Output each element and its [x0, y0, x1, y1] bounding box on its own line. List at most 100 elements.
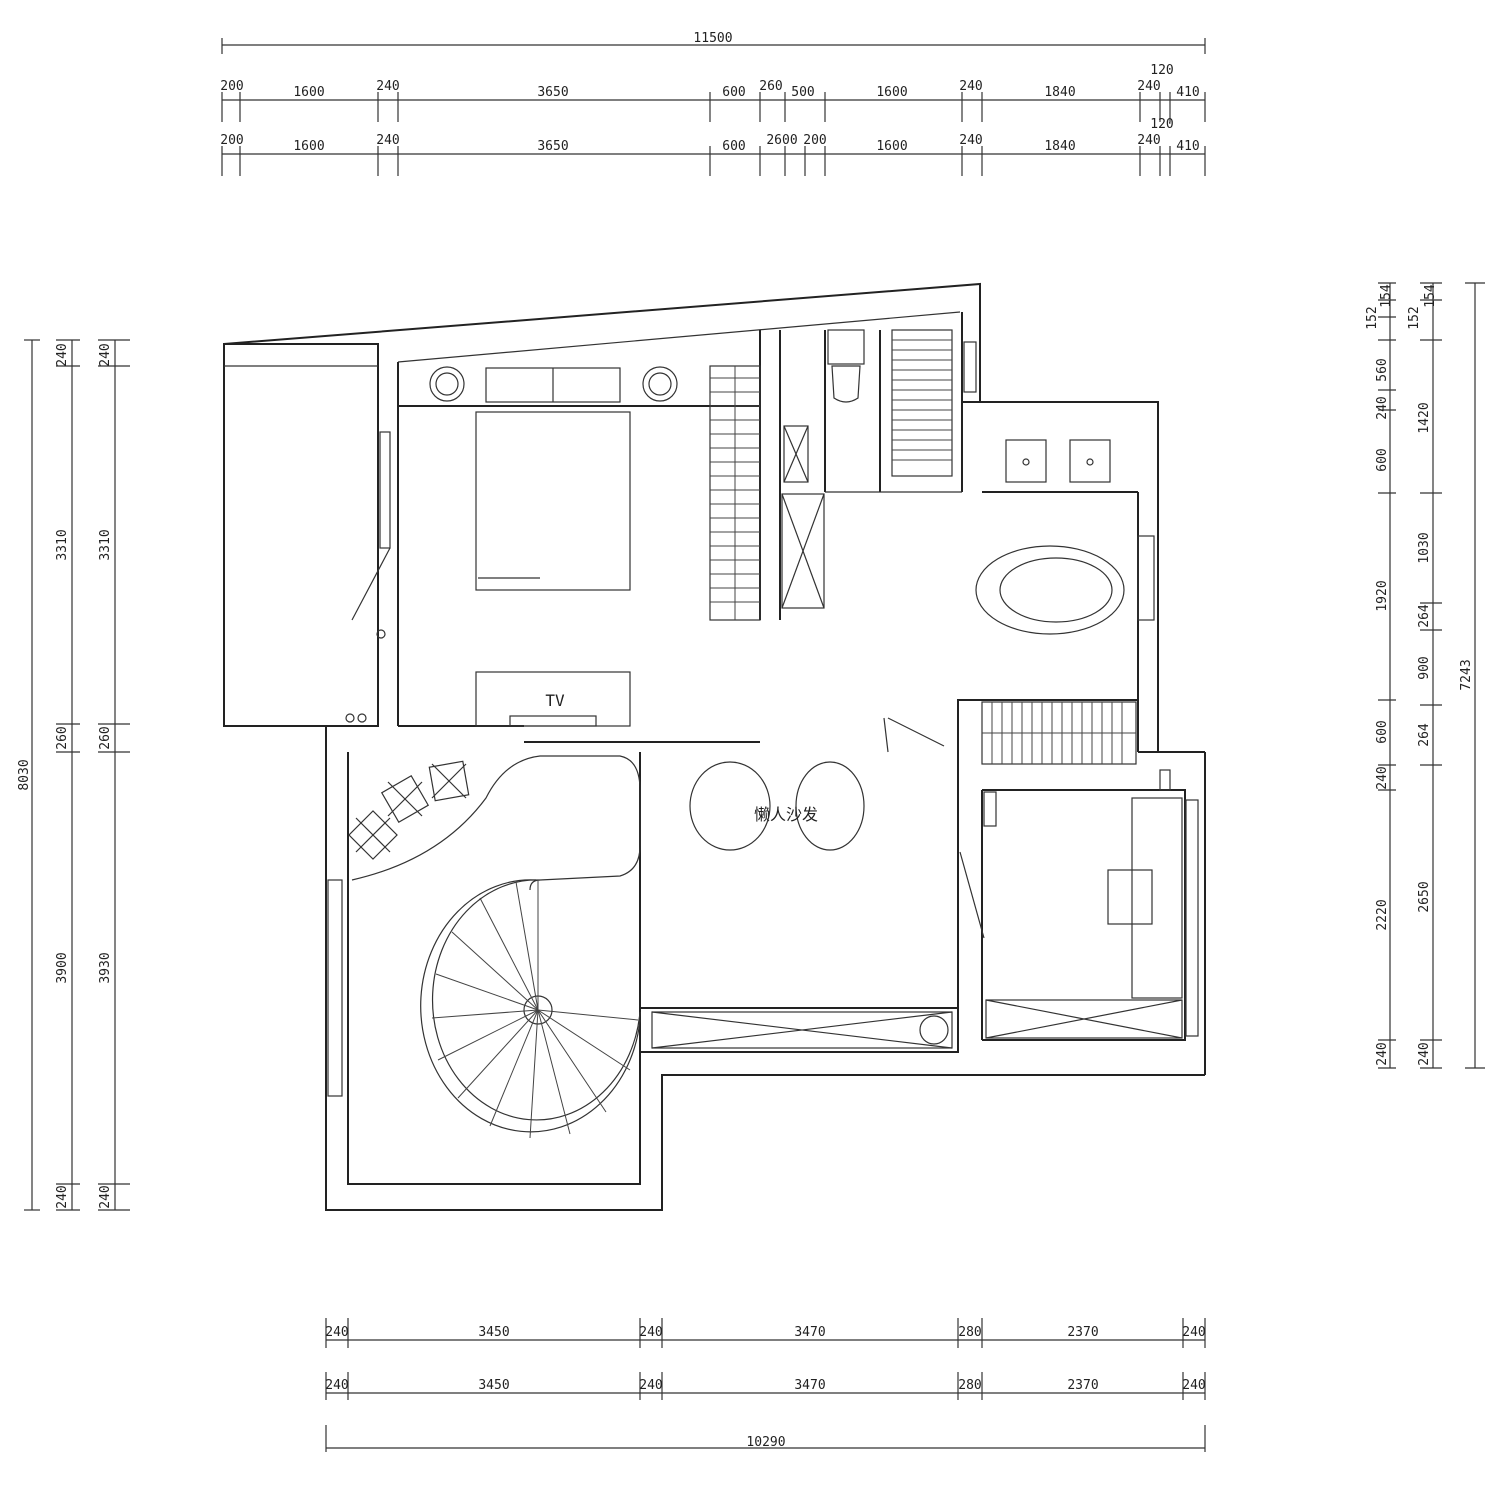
toilet [827, 329, 865, 403]
lower-cabinet-left [651, 1011, 953, 1049]
spiral-stair [420, 879, 641, 1139]
top-r2-dim-7: 1600 [876, 139, 907, 154]
bottom-r2-dim-2: 240 [639, 1378, 662, 1393]
right-dimension-chain: 7243 152 154 560 240 600 1920 600 240 22… [1365, 282, 1485, 1069]
bottom-r2-dim-3: 3470 [794, 1378, 825, 1393]
right-c2-dim-2: 1420 [1417, 402, 1432, 433]
left-balcony [223, 343, 379, 727]
top-r1-dim-7: 1600 [876, 85, 907, 100]
right-room-furniture [883, 717, 1199, 1037]
top-r1-dim-extra: 120 [1150, 63, 1173, 78]
right-c1-dim-0: 152 [1365, 306, 1380, 329]
bar-stools [348, 760, 470, 860]
right-c2-dim-6: 264 [1417, 723, 1432, 747]
top-r2-dim-2: 240 [376, 133, 399, 148]
bottom-r1-dim-2: 240 [639, 1325, 662, 1340]
bottom-r2-dim-0: 240 [325, 1378, 348, 1393]
right-c2-dim-8: 240 [1417, 1042, 1432, 1065]
right-c2-dim-4: 264 [1417, 604, 1432, 628]
top-r2-dim-4: 600 [722, 139, 745, 154]
bottom-r1-dim-6: 240 [1182, 1325, 1205, 1340]
bottom-r2-dim-5: 2370 [1067, 1378, 1098, 1393]
right-c1-dim-6: 600 [1375, 720, 1390, 743]
lazy-sofa: 懒人沙发 [689, 761, 865, 851]
right-c2-dim-1: 154 [1423, 284, 1438, 308]
left-c1-dim-2: 260 [55, 726, 70, 749]
right-c1-dim-2: 560 [1375, 358, 1390, 381]
right-c1-dim-5: 1920 [1375, 580, 1390, 611]
top-r2-dim-8: 240 [959, 133, 982, 148]
right-c2-dim-3: 1030 [1417, 532, 1432, 563]
bottom-r1-dim-0: 240 [325, 1325, 348, 1340]
top-r1-dim-8: 240 [959, 79, 982, 94]
bottom-r1-dim-5: 2370 [1067, 1325, 1098, 1340]
wardrobe [709, 365, 761, 621]
top-r2-dim-10: 240 [1137, 133, 1160, 148]
top-r2-dim-3: 3650 [537, 139, 568, 154]
top-r2-dim-5: 2600 [766, 133, 797, 148]
shower [891, 329, 953, 477]
top-dimension-chain: 11500 200 1600 240 3650 600 260 500 1600… [220, 31, 1206, 176]
top-r2-dim-1: 1600 [293, 139, 324, 154]
sofa-label: 懒人沙发 [754, 805, 818, 824]
top-r2-dim-0: 200 [220, 133, 243, 148]
tv-label: TV [545, 691, 565, 710]
top-r1-dim-5: 260 [759, 79, 782, 94]
right-c2-dim-5: 900 [1417, 656, 1432, 679]
bathroom-window [1137, 535, 1155, 621]
top-r1-dim-11: 410 [1176, 85, 1199, 100]
left-c1-dim-0: 240 [55, 343, 70, 366]
bed [475, 367, 631, 591]
top-window [963, 341, 977, 393]
right-overall-dim: 7243 [1459, 659, 1474, 690]
right-c2-dim-0: 152 [1407, 306, 1422, 329]
top-r1-dim-4: 600 [722, 85, 745, 100]
left-c2-dim-0: 240 [98, 343, 113, 366]
top-r2-dim-extra: 120 [1150, 117, 1173, 132]
left-c1-dim-4: 240 [55, 1185, 70, 1208]
left-c2-dim-4: 240 [98, 1185, 113, 1208]
left-c2-dim-3: 3930 [98, 952, 113, 983]
left-c1-dim-3: 3900 [55, 952, 70, 983]
nightstand-left [429, 366, 465, 402]
lower-cabinet-right [985, 999, 1183, 1039]
top-r1-dim-10: 240 [1137, 79, 1160, 94]
right-c1-dim-7: 240 [1375, 766, 1390, 789]
closet-hatch [981, 701, 1137, 765]
right-c1-dim-3: 240 [1375, 396, 1390, 419]
bottom-overall-dim: 10290 [746, 1435, 785, 1450]
top-r2-dim-6: 200 [803, 133, 826, 148]
balcony-door [345, 431, 391, 723]
left-c2-dim-1: 3310 [98, 529, 113, 560]
exterior-walls [223, 282, 1206, 1211]
bottom-r1-dim-1: 3450 [478, 1325, 509, 1340]
right-c1-dim-9: 240 [1375, 1042, 1390, 1065]
bar-counter [351, 755, 641, 891]
top-overall-dim: 11500 [693, 31, 732, 46]
bottom-r2-dim-6: 240 [1182, 1378, 1205, 1393]
tv-cabinet: TV [475, 671, 631, 727]
left-c1-dim-1: 3310 [55, 529, 70, 560]
top-r1-dim-1: 1600 [293, 85, 324, 100]
top-r2-dim-9: 1840 [1044, 139, 1075, 154]
bottom-dimension-chain: 240 3450 240 3470 280 2370 240 240 3450 … [325, 1318, 1206, 1452]
right-c1-dim-1: 154 [1379, 284, 1394, 308]
bottom-r1-dim-3: 3470 [794, 1325, 825, 1340]
bathtub [975, 545, 1125, 635]
top-r1-dim-6: 500 [791, 85, 814, 100]
bottom-r1-dim-4: 280 [958, 1325, 981, 1340]
roof-slant [223, 282, 981, 402]
left-lower-window [327, 879, 343, 1097]
bathroom-cabinets [781, 425, 825, 609]
bottom-r2-dim-1: 3450 [478, 1378, 509, 1393]
left-c2-dim-2: 260 [98, 726, 113, 749]
nightstand-right [642, 366, 678, 402]
top-r2-dim-11: 410 [1176, 139, 1199, 154]
right-c1-dim-4: 600 [1375, 448, 1390, 471]
double-sink [1005, 439, 1111, 483]
top-r1-dim-3: 3650 [537, 85, 568, 100]
bottom-r2-dim-4: 280 [958, 1378, 981, 1393]
top-r1-dim-2: 240 [376, 79, 399, 94]
left-overall-dim: 8030 [17, 759, 32, 790]
